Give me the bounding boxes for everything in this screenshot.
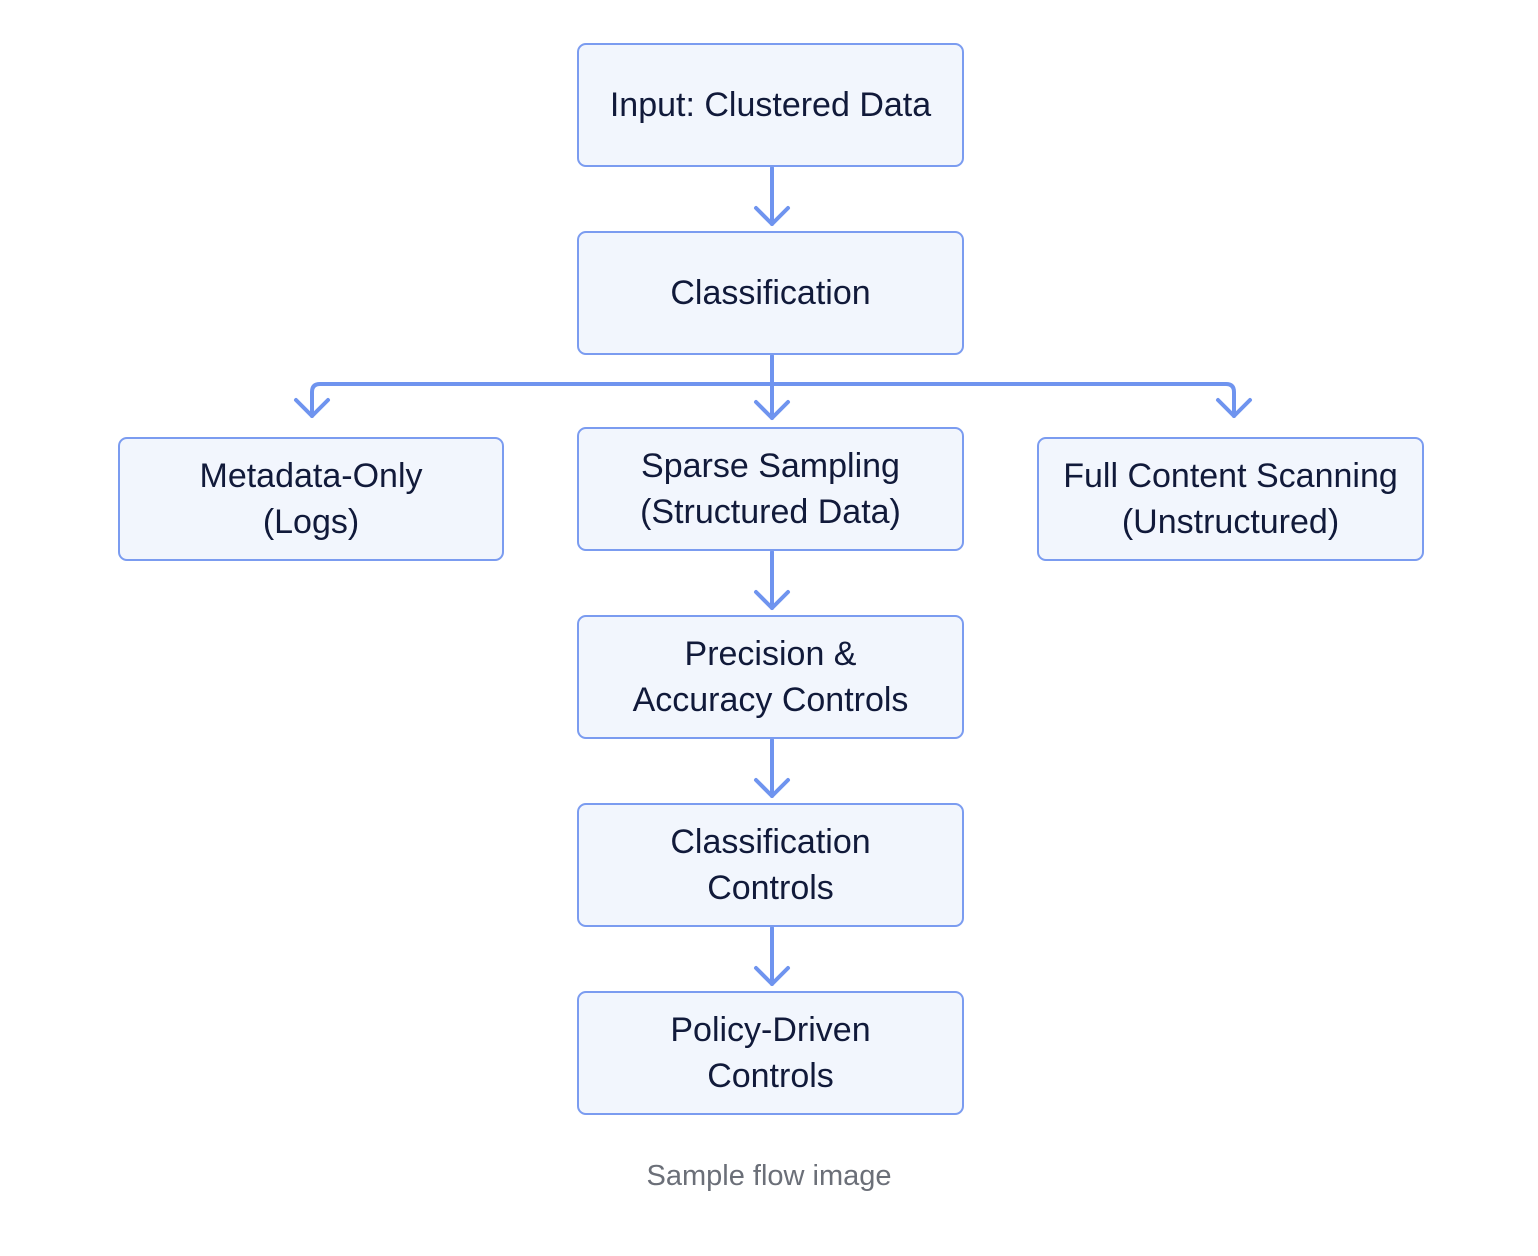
node-classification-controls: Classification Controls: [577, 803, 964, 927]
node-label-line: Classification: [670, 274, 871, 312]
node-label-line: Controls: [707, 869, 834, 907]
node-label-line: Metadata-Only: [199, 457, 423, 495]
node-label-line: Classification: [670, 823, 871, 861]
node-label-line: Sparse Sampling: [641, 447, 900, 485]
node-metadata-only: Metadata-Only (Logs): [118, 437, 504, 561]
node-label-line: (Unstructured): [1121, 503, 1340, 541]
node-label-line: Precision &: [684, 635, 857, 673]
node-label-line: Controls: [707, 1057, 834, 1095]
node-label-line: Full Content Scanning: [1063, 457, 1398, 495]
node-full-content-scanning: Full Content Scanning (Unstructured): [1037, 437, 1424, 561]
edge-classification-to-metadata-only: [294, 398, 330, 418]
node-input-clustered-data: Input: Clustered Data: [577, 43, 964, 167]
edge-classification-to-full-content: [1216, 398, 1252, 418]
edge-input-to-classification: [754, 166, 790, 226]
figure-caption: Sample flow image: [646, 1160, 892, 1192]
node-label-line: Accuracy Controls: [632, 681, 909, 719]
node-label-line: Input: Clustered Data: [609, 86, 932, 124]
node-label-line: Policy-Driven: [670, 1011, 871, 1049]
node-policy-driven-controls: Policy-Driven Controls: [577, 991, 964, 1115]
edge-precision-to-classification-controls: [754, 738, 790, 798]
edge-classification-to-sparse-sampling: [754, 382, 790, 420]
edge-classification-controls-to-policy-driven: [754, 926, 790, 986]
edge-sparse-sampling-to-precision: [754, 550, 790, 610]
node-label-line: (Logs): [262, 503, 360, 541]
node-precision-accuracy-controls: Precision & Accuracy Controls: [577, 615, 964, 739]
node-label-line: (Structured Data): [640, 493, 901, 531]
node-classification: Classification: [577, 231, 964, 355]
node-sparse-sampling: Sparse Sampling (Structured Data): [577, 427, 964, 551]
